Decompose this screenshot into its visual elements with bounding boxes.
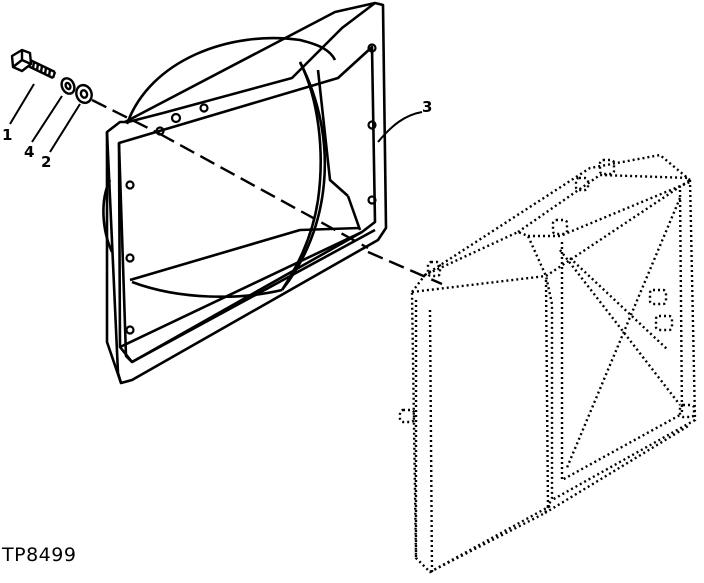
leader-1 (9, 83, 35, 125)
leader-lines (9, 83, 423, 153)
callout-4: 4 (24, 143, 34, 161)
callout-2: 2 (41, 153, 51, 171)
leader-2 (49, 103, 81, 153)
fan-shroud (102, 1, 388, 385)
callout-1: 1 (2, 126, 12, 144)
radiator-phantom (410, 153, 697, 574)
leader-4 (31, 95, 63, 143)
leader-3 (377, 111, 423, 143)
lock-washer (60, 77, 76, 95)
bolt (10, 48, 57, 80)
flat-washer (75, 83, 93, 105)
figure-id-label: TP8499 (2, 544, 77, 566)
callout-3: 3 (422, 98, 432, 116)
alignment-lines (91, 98, 443, 286)
radiator-bosses (398, 158, 696, 424)
